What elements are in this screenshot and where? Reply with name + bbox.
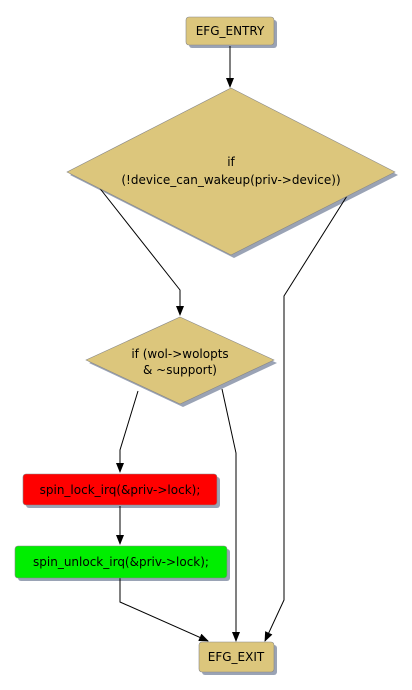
decision1-node-line1: if	[227, 155, 235, 169]
edge-unlock-to-exit	[119, 578, 209, 642]
exit-node: EFG_EXIT	[198, 641, 275, 673]
edge-decision1-to-decision2	[97, 185, 184, 316]
unlock-node-label: spin_unlock_irq(&priv->lock);	[33, 555, 209, 569]
decision2-node: if (wol->wolopts & ~support)	[85, 316, 275, 405]
decision1-node: if (!device_can_wakeup(priv->device))	[66, 87, 396, 256]
edge-decision2-to-lock	[116, 390, 139, 473]
entry-node-label: EFG_ENTRY	[196, 24, 265, 38]
exit-node-label: EFG_EXIT	[208, 650, 265, 664]
decision2-node-line1: if (wol->wolopts	[131, 347, 228, 361]
entry-node: EFG_ENTRY	[185, 16, 275, 46]
lock-node: spin_lock_irq(&priv->lock);	[22, 473, 218, 506]
edge-decision1-to-exit	[264, 187, 353, 642]
edges	[97, 46, 353, 642]
edge-decision2-to-exit	[221, 388, 240, 642]
lock-node-label: spin_lock_irq(&priv->lock);	[40, 483, 201, 497]
unlock-node: spin_unlock_irq(&priv->lock);	[14, 545, 228, 579]
decision2-node-line2: & ~support)	[143, 363, 217, 377]
decision1-node-line2: (!device_can_wakeup(priv->device))	[121, 173, 340, 187]
